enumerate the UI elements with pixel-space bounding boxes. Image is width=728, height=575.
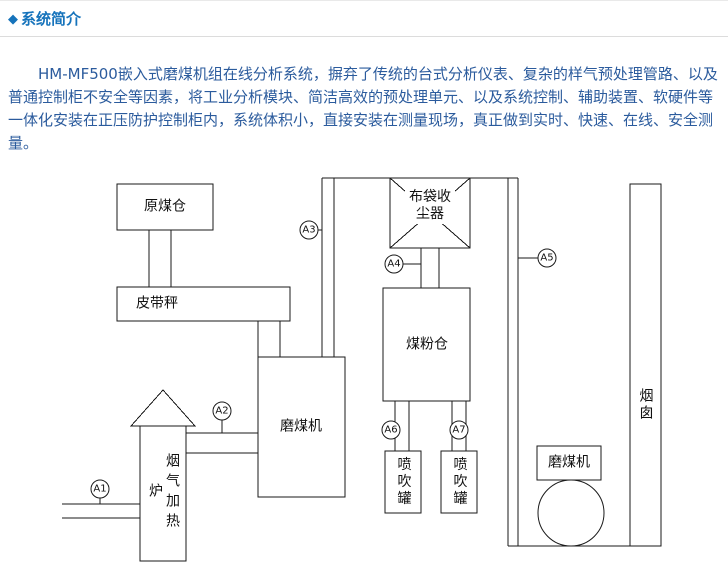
raw-coal-bunker-label: 原煤仓: [144, 198, 186, 215]
sample-point-a3-label: A3: [302, 224, 316, 236]
coal-mill-label: 磨煤机: [280, 418, 322, 435]
bag-dust-collector-label-line1: 布袋收: [409, 189, 451, 205]
section-header: ◆ 系统简介: [0, 1, 728, 37]
injection-tank-left-label: 喷吹罐: [395, 456, 412, 508]
sample-point-a2-circle: [212, 401, 232, 421]
sample-point-a1-label: A1: [93, 483, 107, 495]
process-flow-diagram: 原煤仓 皮带秤 磨煤机 布袋收 尘器 煤粉仓 喷吹罐 喷吹罐 烟气加热炉 磨煤机…: [0, 171, 728, 575]
belt-scale-box: [116, 286, 291, 322]
bag-dust-collector-label: 布袋收 尘器: [405, 188, 455, 224]
diagram-circles: [90, 220, 605, 547]
chimney-label: 烟囱: [637, 388, 654, 422]
bunker-chute-pipe: [148, 229, 172, 288]
powder-bunker-box: [382, 287, 471, 402]
flue-gas-heater-label: 烟气加热炉: [147, 453, 180, 533]
sample-point-a4-label: A4: [387, 258, 401, 270]
mill-fan-label: 磨煤机: [548, 454, 590, 471]
fan-circle: [537, 479, 605, 547]
sample-point-a3-circle: [299, 220, 319, 240]
heater-body-box: [139, 425, 187, 562]
sample-point-a6-label: A6: [384, 424, 398, 436]
diamond-bullet-icon: ◆: [8, 11, 18, 27]
coal-mill-box: [257, 356, 346, 498]
bag-collector-box: [389, 177, 471, 249]
chimney-box: [629, 183, 662, 547]
heater-roof: [129, 389, 197, 427]
diagram-canvas: [62, 177, 662, 562]
sample-point-a4-circle: [384, 254, 404, 274]
sample-point-a1-circle: [90, 479, 110, 499]
sample-point-a5-circle: [537, 248, 557, 268]
sample-point-a2-label: A2: [215, 405, 229, 417]
intro-paragraph: HM-MF500嵌入式磨煤机组在线分析系统，摒弃了传统的台式分析仪表、复杂的样气…: [8, 65, 718, 152]
powder-bunker-label: 煤粉仓: [406, 336, 448, 353]
sample-point-a6-circle: [381, 420, 401, 440]
mill-feed-pipe: [257, 320, 281, 358]
bag-dust-collector-label-line2: 尘器: [416, 206, 444, 222]
injection-tank-right-label: 喷吹罐: [451, 456, 468, 508]
belt-scale-label: 皮带秤: [136, 295, 178, 312]
injection-tank-left-box: [384, 450, 422, 514]
injection-tank-right-box: [440, 450, 478, 514]
sample-point-a7-label: A7: [452, 424, 466, 436]
sample-point-a5-label: A5: [540, 252, 554, 264]
section-title: 系统简介: [21, 10, 82, 28]
sample-point-a7-circle: [449, 420, 469, 440]
